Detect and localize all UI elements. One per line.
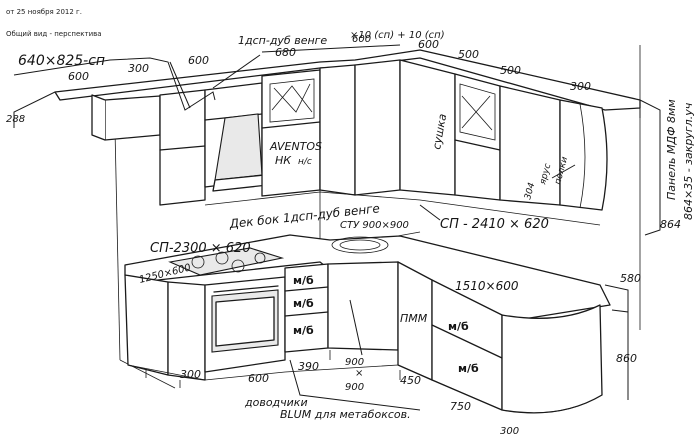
- label-sp-2300: СП-2300 × 620: [150, 241, 251, 256]
- label-300-c: 300: [180, 368, 201, 381]
- header-view: Общий вид - перспектива: [6, 30, 102, 38]
- label-900-x: 900: [345, 357, 364, 368]
- label-860: 860: [616, 352, 637, 365]
- label-pmm: ПММ: [400, 312, 428, 325]
- label-mb-4: м/б: [448, 320, 469, 333]
- label-500-a: 500: [458, 48, 479, 61]
- label-ldsp-right: ×10 (сп) + 10 (сп): [350, 30, 445, 41]
- dimension-lines: [13, 44, 661, 411]
- label-304: 304: [523, 181, 537, 200]
- label-864: 864: [660, 218, 681, 231]
- label-600-e: 600: [248, 372, 269, 385]
- label-390: 390: [298, 360, 319, 373]
- label-580: 580: [620, 272, 641, 285]
- label-upper-left: 640×825-сп: [18, 53, 105, 69]
- label-500-b: 500: [500, 64, 521, 77]
- label-288: 288: [6, 114, 25, 125]
- label-600-d: 600: [418, 38, 439, 51]
- wall-cabinets: [54, 49, 641, 211]
- label-stu: СТУ 900×900: [340, 220, 409, 231]
- header-date: от 25 ноября 2012 г.: [6, 8, 82, 16]
- label-ldsp-top: 1дсп-дуб венге: [238, 34, 327, 47]
- label-mb-2: м/б: [293, 297, 314, 310]
- label-hk: НК: [275, 154, 292, 167]
- label-450: 450: [400, 374, 421, 387]
- base-cabinets: [124, 261, 603, 414]
- label-1510: 1510×600: [455, 279, 519, 293]
- label-750: 750: [450, 400, 471, 413]
- label-aventos: AVENTOS: [269, 140, 322, 153]
- label-300-d: 300: [500, 426, 519, 437]
- label-sushka: сушка: [430, 113, 449, 151]
- label-mb-1: м/б: [293, 274, 314, 287]
- label-300: 300: [128, 62, 149, 75]
- label-panel-1: Панель МДФ 8мм: [665, 99, 678, 200]
- label-600-a: 600: [68, 70, 89, 83]
- label-sp-2410: СП - 2410 × 620: [440, 217, 549, 232]
- label-blum: BLUM для метабоксов.: [280, 408, 411, 421]
- label-dovod: доводчики: [244, 396, 308, 409]
- label-900-y: 900: [345, 382, 364, 393]
- label-mb-3: м/б: [293, 324, 314, 337]
- label-panel-2: 864×35 - закругл.уч: [682, 102, 695, 220]
- label-hs: н/с: [298, 157, 312, 167]
- label-680: 680: [275, 46, 296, 59]
- label-times: ×: [355, 368, 363, 379]
- label-mb-5: м/б: [458, 362, 479, 375]
- label-600-c: 600: [352, 34, 371, 45]
- label-600-b: 600: [188, 54, 209, 67]
- backsplash-line: [204, 191, 601, 226]
- label-300-b: 300: [570, 80, 591, 93]
